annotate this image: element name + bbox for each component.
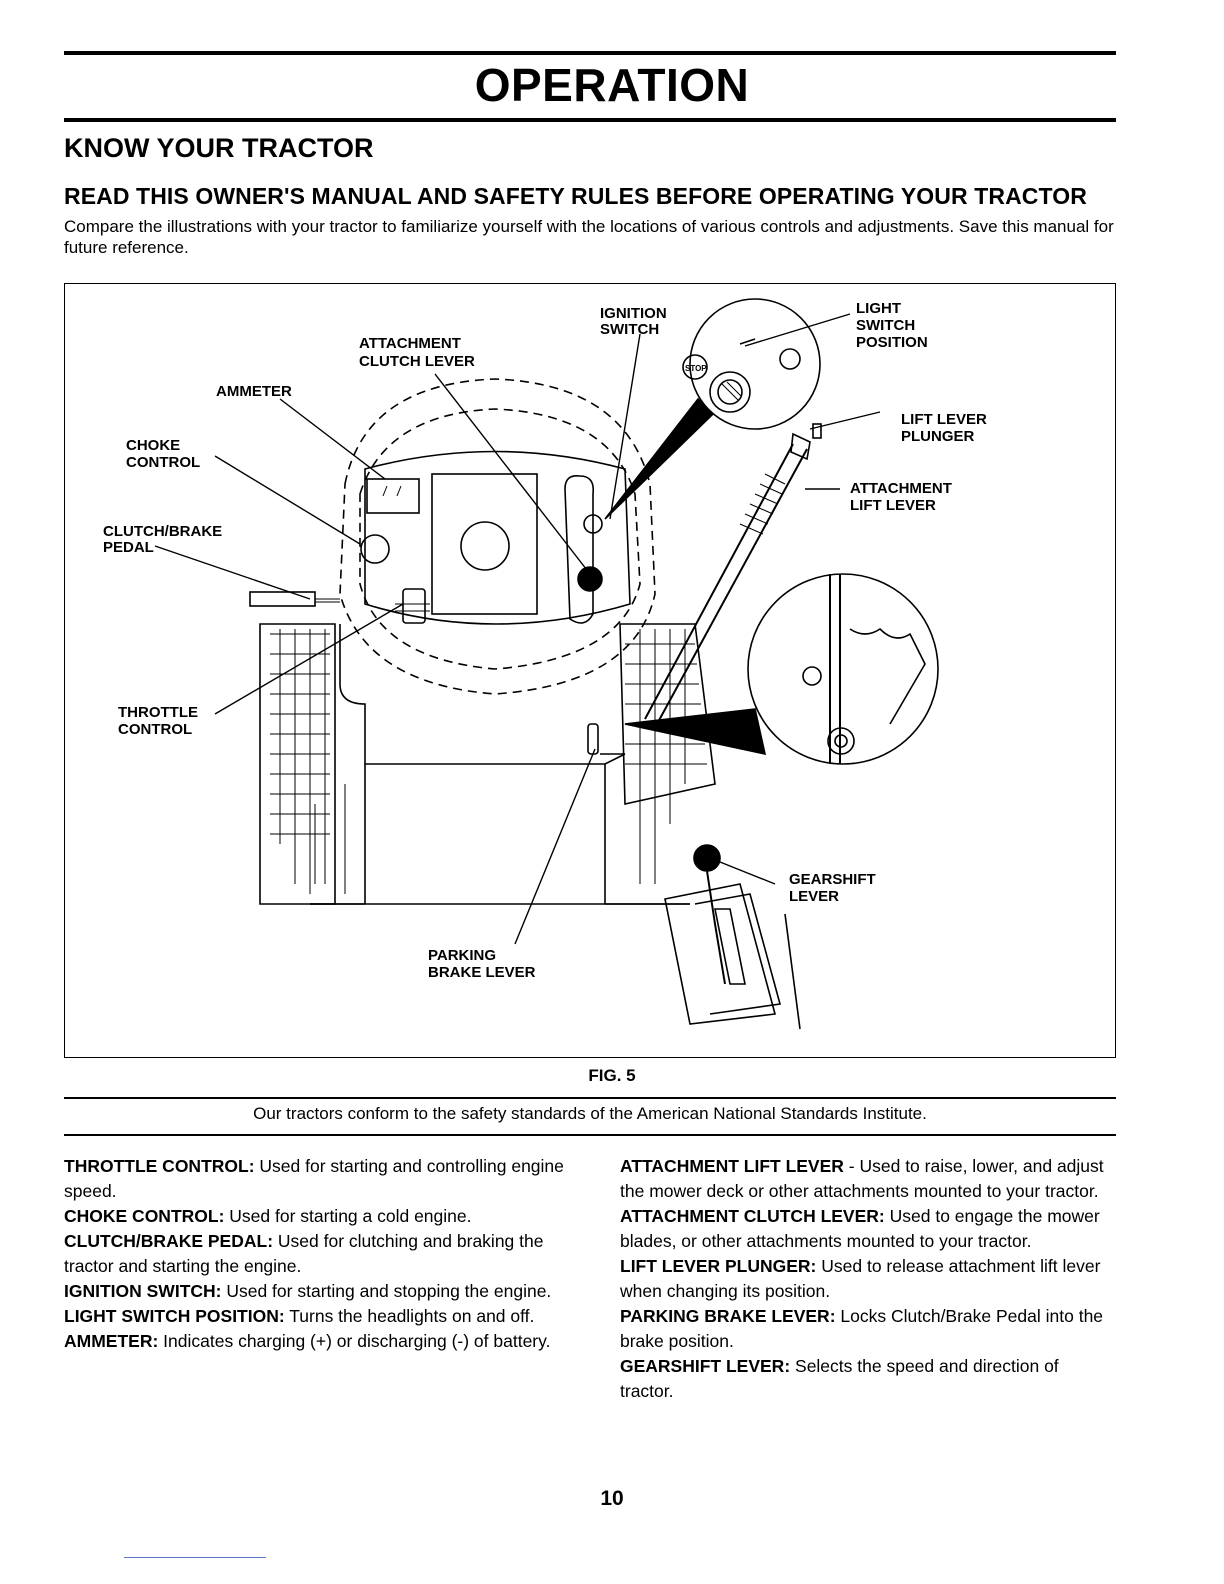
label-clutch-2: PEDAL	[103, 539, 154, 556]
def-ignition: IGNITION SWITCH: Used for starting and s…	[64, 1281, 552, 1301]
label-parking-1: PARKING	[428, 947, 496, 964]
label-light-1: LIGHT	[856, 300, 901, 317]
page-title: OPERATION	[474, 59, 750, 111]
gearshift-assembly	[664, 844, 801, 1030]
label-plunger-1: LIFT LEVER	[901, 411, 987, 428]
lift-lever-detail-circle	[747, 573, 939, 765]
def-gearshift: GEARSHIFT LEVER: Selects the speed and d…	[620, 1356, 1059, 1401]
label-attclutch-1: ATTACHMENT	[359, 335, 461, 352]
label-choke-2: CONTROL	[126, 454, 200, 471]
label-choke-1: CHOKE	[126, 437, 180, 454]
def-clutch-brake: CLUTCH/BRAKE PEDAL: Used for clutching a…	[64, 1231, 544, 1276]
label-stop: STOP	[685, 364, 707, 373]
attachment-clutch-knob	[577, 566, 603, 592]
def-ammeter: AMMETER: Indicates charging (+) or disch…	[64, 1331, 551, 1351]
footer-line	[124, 1557, 266, 1558]
ansi-rule-top	[64, 1097, 1116, 1099]
ansi-rule-bottom	[64, 1134, 1116, 1136]
def-choke: CHOKE CONTROL: Used for starting a cold …	[64, 1206, 472, 1226]
label-throttle-2: CONTROL	[118, 721, 192, 738]
def-lift-plunger: LIFT LEVER PLUNGER: Used to release atta…	[620, 1256, 1101, 1301]
ignition-key-small	[583, 514, 603, 534]
top-rule	[64, 51, 1116, 55]
intro-paragraph: Compare the illustrations with your trac…	[64, 217, 1114, 257]
section-heading: KNOW YOUR TRACTOR	[64, 133, 374, 163]
figure-tractor-controls: IGNITION SWITCH LIGHT SWITCH POSITION AT…	[64, 283, 1116, 1058]
left-fender-grid	[259, 623, 346, 905]
definitions-left-column: THROTTLE CONTROL: Used for starting and …	[64, 1154, 566, 1354]
label-ammeter: AMMETER	[216, 383, 292, 400]
label-clutch-1: CLUTCH/BRAKE	[103, 523, 222, 540]
label-attlift-2: LIFT LEVER	[850, 497, 936, 514]
label-light-3: POSITION	[856, 334, 928, 351]
def-light: LIGHT SWITCH POSITION: Turns the headlig…	[64, 1306, 535, 1326]
definitions-right-column: ATTACHMENT LIFT LEVER - Used to raise, l…	[620, 1154, 1116, 1404]
page-number: 10	[600, 1487, 624, 1510]
clutch-brake-pedal	[249, 591, 316, 607]
throttle-lever	[402, 588, 426, 624]
choke-knob	[360, 534, 390, 564]
label-ignition-2: SWITCH	[600, 321, 659, 338]
safety-notice: READ THIS OWNER'S MANUAL AND SAFETY RULE…	[64, 183, 1087, 209]
label-throttle-1: THROTTLE	[118, 704, 198, 721]
label-light-2: SWITCH	[856, 317, 915, 334]
parking-brake-handle	[587, 723, 599, 755]
ammeter-gauge	[366, 478, 420, 514]
def-throttle: THROTTLE CONTROL: Used for starting and …	[64, 1156, 564, 1201]
label-parking-2: BRAKE LEVER	[428, 964, 536, 981]
lift-lever	[644, 423, 822, 725]
label-attclutch-2: CLUTCH LEVER	[359, 353, 475, 370]
center-gauge	[460, 521, 510, 571]
tractor-illustration: IGNITION SWITCH LIGHT SWITCH POSITION AT…	[103, 298, 987, 1030]
title-rule	[64, 118, 1116, 122]
label-ignition-1: IGNITION	[600, 305, 667, 322]
label-gear-1: GEARSHIFT	[789, 871, 876, 888]
label-attlift-1: ATTACHMENT	[850, 480, 952, 497]
ignition-detail-circle	[689, 298, 821, 430]
def-parking-brake: PARKING BRAKE LEVER: Locks Clutch/Brake …	[620, 1306, 1104, 1351]
figure-caption: FIG. 5	[588, 1066, 636, 1085]
label-plunger-2: PLUNGER	[901, 428, 975, 445]
ansi-note: Our tractors conform to the safety stand…	[253, 1104, 927, 1123]
def-attachment-clutch: ATTACHMENT CLUTCH LEVER: Used to engage …	[620, 1206, 1100, 1251]
def-attachment-lift: ATTACHMENT LIFT LEVER - Used to raise, l…	[620, 1156, 1104, 1201]
label-gear-2: LEVER	[789, 888, 839, 905]
right-fender-grid	[619, 623, 716, 884]
